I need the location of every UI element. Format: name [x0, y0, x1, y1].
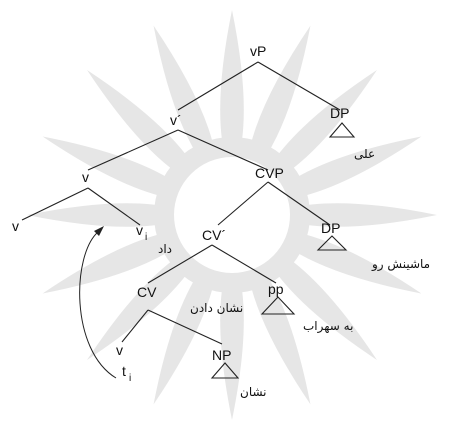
edge-CV-vtrace — [121, 309, 149, 343]
triangle-PP — [260, 296, 296, 315]
tree-triangles — [210, 122, 356, 379]
edge-CVbar-PP — [211, 244, 277, 284]
word-mashinesh-ro: ماشینش رو — [371, 257, 430, 272]
triangle-NP — [210, 362, 240, 379]
word-trace-subscript: i — [129, 373, 131, 384]
word-neshan: نشان — [240, 385, 267, 399]
watermark-petal — [42, 231, 180, 294]
edge-CV-NP — [147, 309, 223, 345]
watermark-petal — [27, 203, 173, 227]
node-v-i: v — [136, 222, 143, 238]
node-CVP: CVP — [255, 165, 284, 181]
word-be-sohrab: به سهراب — [303, 319, 353, 334]
edge-v-vi — [87, 187, 141, 226]
watermark-petal — [42, 136, 180, 199]
watermark-petal — [87, 70, 196, 179]
watermark-petal — [268, 251, 377, 360]
watermark-petal — [220, 274, 244, 420]
watermark-petal — [153, 267, 216, 405]
edge-CVbar-CV — [147, 244, 213, 284]
watermark-petal — [284, 136, 422, 199]
tree-edges — [21, 61, 341, 345]
edge-CVP-DP — [267, 181, 331, 226]
node-v-mid: v — [82, 169, 89, 185]
watermark-petal — [268, 70, 377, 179]
watermark-petal — [248, 25, 311, 163]
node-DP-mid: DP — [321, 220, 340, 236]
edge-vbar-v — [87, 129, 179, 171]
word-trace-t: t — [122, 363, 126, 379]
triangle-DP-top — [328, 122, 356, 138]
node-v-i-subscript: i — [145, 232, 147, 243]
watermark-center — [174, 157, 290, 273]
node-CV: CV — [137, 284, 157, 300]
watermark-petal — [220, 10, 244, 156]
node-v-trace: v — [116, 342, 123, 358]
watermark-petal — [248, 267, 311, 405]
node-CV-bar: CV´ — [202, 227, 226, 243]
node-DP-top: DP — [330, 105, 349, 121]
node-v-bar: v´ — [170, 112, 182, 128]
edge-v-vleft — [21, 187, 89, 221]
movement-arrowhead — [94, 226, 104, 236]
watermark-petal — [153, 25, 216, 163]
word-dad: داد — [158, 242, 172, 256]
edge-vP-DP — [257, 61, 341, 111]
node-PP: pp — [268, 281, 284, 297]
edge-CVP-CVbar — [217, 181, 269, 226]
triangle-DP-mid — [316, 235, 348, 251]
movement-arrow — [79, 231, 117, 379]
node-v-left: v — [12, 218, 19, 234]
word-ali: علی — [354, 147, 375, 161]
word-neshan-dadan: نشان دادن — [190, 301, 243, 315]
watermark-petal — [291, 203, 437, 227]
node-vP: vP — [250, 43, 266, 59]
edge-vbar-CVP — [177, 129, 269, 171]
edge-vP-vbar — [177, 61, 259, 111]
watermark-petal — [284, 231, 422, 294]
watermark-petal — [87, 251, 196, 360]
node-NP: NP — [212, 347, 231, 363]
